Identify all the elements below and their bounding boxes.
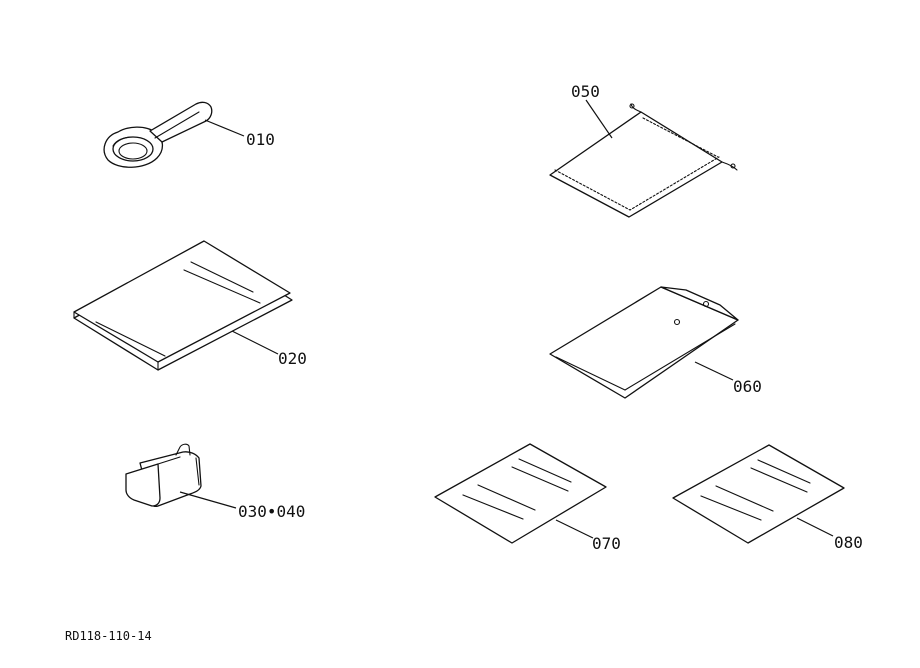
callout-070: 070 <box>592 534 621 553</box>
leader-060 <box>694 361 734 381</box>
part-050-bag <box>549 103 738 218</box>
part-010-ring-wrench <box>103 101 213 168</box>
callout-050: 050 <box>571 82 600 101</box>
callout-010: 010 <box>246 130 275 149</box>
callout-080: 080 <box>834 533 863 552</box>
drawing-reference: RD118-110-14 <box>65 629 152 643</box>
leader-050 <box>585 99 613 139</box>
part-080-sheet <box>672 444 845 544</box>
leader-030-040 <box>179 491 237 509</box>
leader-070 <box>555 519 594 539</box>
callout-020: 020 <box>278 349 307 368</box>
callout-060: 060 <box>733 377 762 396</box>
part-020-manual <box>73 240 293 371</box>
leader-010 <box>204 119 245 137</box>
callout-030-040: 030•040 <box>238 502 305 521</box>
part-030-040-plug <box>125 443 202 508</box>
part-060-envelope <box>549 286 739 399</box>
part-070-sheet <box>434 443 607 544</box>
leader-020 <box>231 330 279 355</box>
leader-080 <box>796 517 834 537</box>
